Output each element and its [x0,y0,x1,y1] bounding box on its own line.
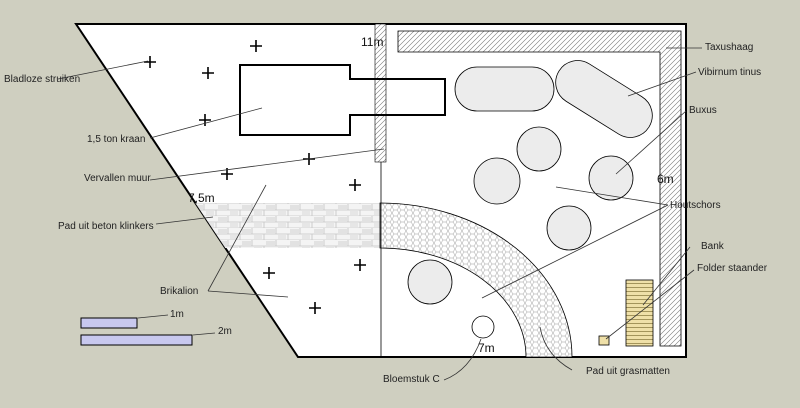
scale-bar-1m [80,317,138,329]
flower-bed-circle [471,315,495,339]
label-concrete-path: Pad uit beton klinkers [58,221,154,232]
dimension-7-5m: 7,5m [188,191,215,205]
label-scale-2m: 2m [218,326,232,337]
boxwood-1 [516,126,562,172]
crane-outline [239,64,446,136]
label-folder-stand: Folder staander [697,263,768,274]
label-scale-1m: 1m [170,309,184,320]
label-yew-hedge: Taxushaag [705,42,754,53]
yew-hedge [397,30,682,347]
label-leafless-shrubs: Bladloze struiken [4,74,81,85]
label-bench: Bank [701,241,724,252]
dimension-6m: 6m [657,172,674,186]
label-brikalion: Brikalion [160,286,199,297]
folder-stand [598,335,610,346]
dimension-7m: 7m [478,341,495,355]
label-crane: 1,5 ton kraan [87,134,146,145]
boxwood-3 [588,155,634,201]
label-flower-bed: Bloemstuk C [383,374,440,385]
label-grass-path: Pad uit grasmatten [586,366,670,377]
scale-bar-2m [80,334,193,346]
grass-paver-path [379,202,573,357]
viburnum-right [555,60,653,138]
label-viburnum: Vibirnum tinus [698,67,762,78]
ruined-wall [374,23,387,163]
boxwood-5 [407,259,453,305]
leader-lines [57,47,702,381]
boxwood-2 [473,157,521,205]
label-boxwood: Buxus [689,105,717,116]
viburnum-left [454,66,555,112]
dimension-11m: 11m [361,35,384,49]
boxwood-4 [546,205,592,251]
label-ruined-wall: Vervallen muur [84,173,151,184]
label-bark-mulch: Houtschors [670,200,721,211]
concrete-paver-path [150,203,380,248]
